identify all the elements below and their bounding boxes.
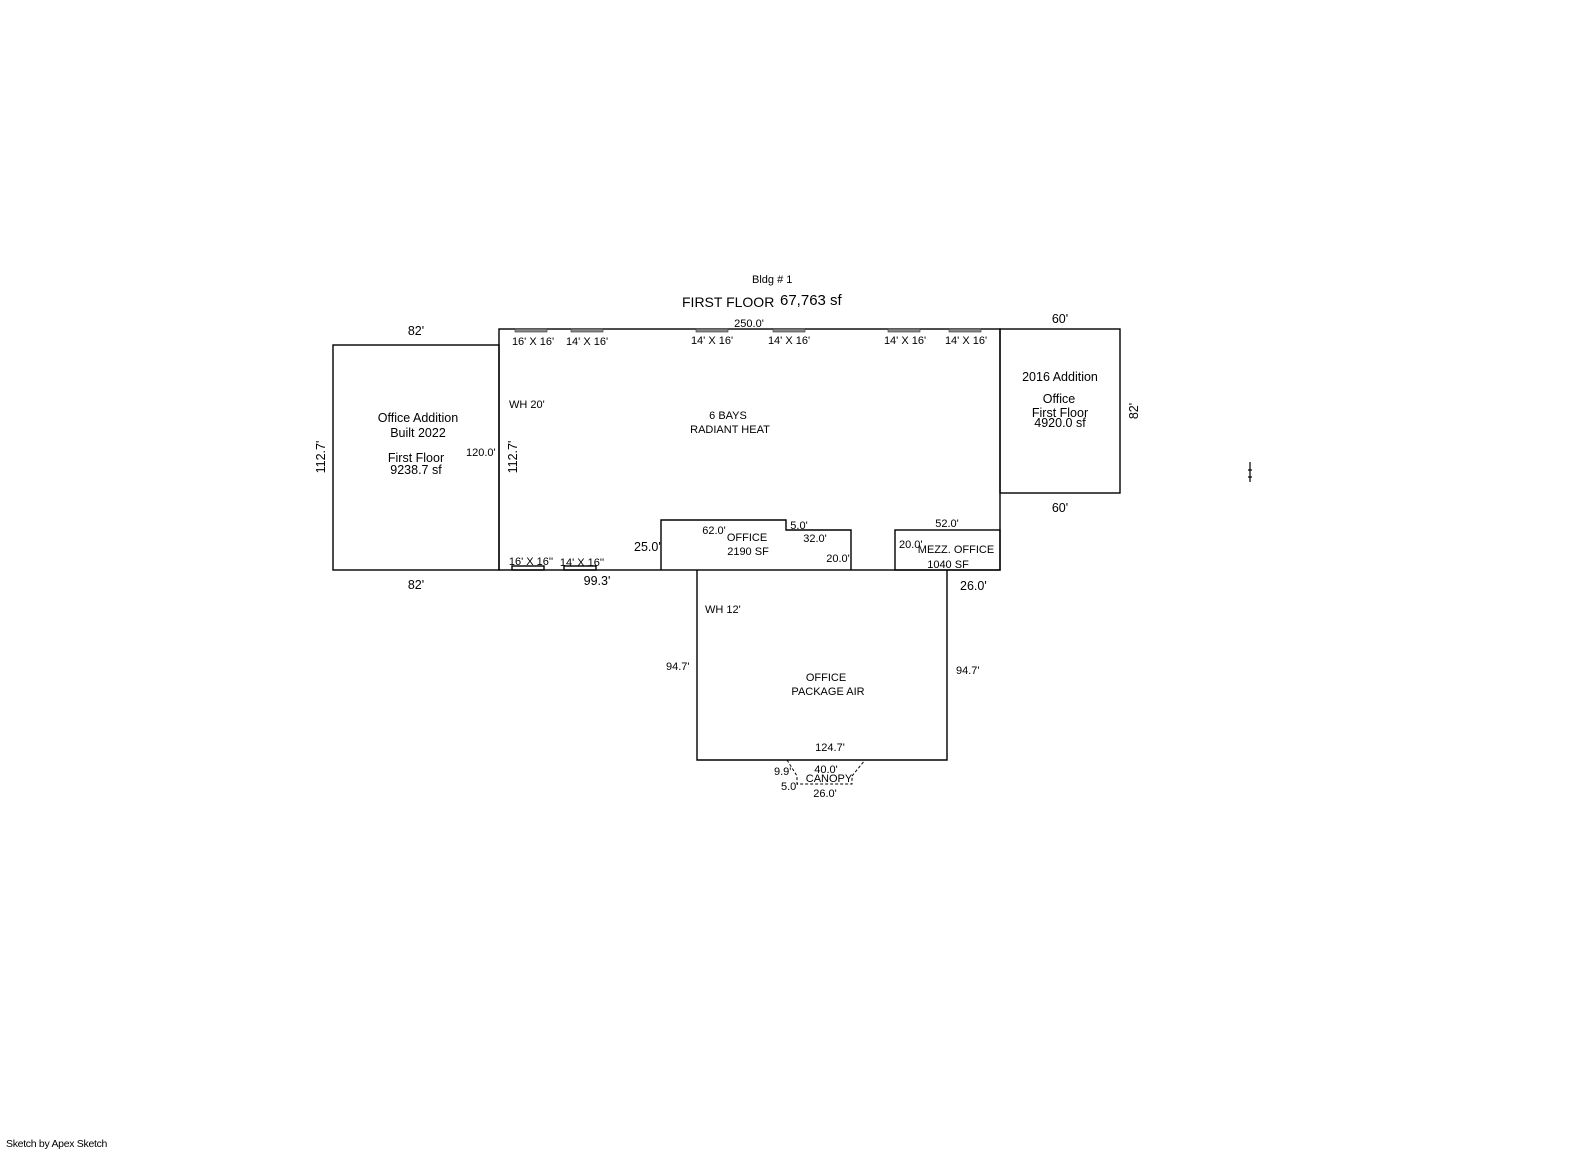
canopy: 40.0' CANOPY 9.9' 5.0' 26.0' — [774, 759, 866, 800]
west-addition-dim-inner: 120.0' — [466, 447, 496, 459]
floor-title: FIRST FLOOR — [682, 294, 774, 310]
west-addition-dim-bottom: 82' — [408, 578, 424, 592]
overhead-door — [511, 565, 545, 571]
total-area: 67,763 sf — [780, 292, 843, 309]
mezz-office: 52.0' 20.0' MEZZ. OFFICE 1040 SF — [894, 518, 1001, 571]
door-size-label: 14' X 16' — [768, 335, 810, 347]
office-2190-dim-top: 62.0' — [702, 525, 726, 537]
overhead-door — [570, 328, 604, 333]
east-addition-area: 4920.0 sf — [1034, 416, 1086, 430]
door-size-label: 14' X 16'' — [560, 557, 604, 569]
office-2190: 62.0' 5.0' OFFICE 2190 SF 32.0' 20.0' — [660, 519, 852, 570]
west-addition-name: Office Addition — [378, 411, 458, 425]
office-2190-dim-step: 5.0' — [790, 520, 807, 532]
building-label: Bldg # 1 — [752, 274, 792, 286]
warehouse-dim-left: 112.7' — [506, 441, 520, 474]
west-addition-dim-left: 112.7' — [314, 441, 328, 474]
west-office-addition: Office Addition Built 2022 First Floor 9… — [314, 324, 500, 592]
overhead-door — [772, 328, 806, 333]
warehouse-dim-top: 250.0' — [734, 318, 764, 330]
south-office-dim-top-right: 26.0' — [960, 579, 987, 593]
warehouse-office-offset: 25.0' — [634, 540, 661, 554]
canopy-label: CANOPY — [806, 773, 853, 785]
south-office-dim-bottom: 124.7' — [815, 742, 845, 754]
canopy-dim-left-lower: 5.0' — [781, 781, 798, 793]
overhead-door — [887, 328, 921, 333]
east-addition-dim-right: 82' — [1127, 403, 1141, 419]
north-arrow-icon — [1248, 462, 1252, 482]
south-office-dim-left: 94.7' — [666, 661, 690, 673]
warehouse-bays: 6 BAYS — [709, 410, 747, 422]
south-office-hvac: PACKAGE AIR — [791, 686, 864, 698]
east-addition-floor: First Floor — [1032, 406, 1088, 420]
mezz-office-area: 1040 SF — [927, 559, 969, 571]
west-addition-area: 9238.7 sf — [390, 463, 442, 477]
mezz-office-dim-left: 20.0' — [899, 539, 923, 551]
overhead-door — [563, 565, 597, 571]
overhead-door — [948, 328, 982, 333]
door-size-label: 14' X 16' — [691, 335, 733, 347]
west-addition-built: Built 2022 — [390, 426, 446, 440]
south-office-label: OFFICE — [806, 672, 846, 684]
canopy-dim-top: 40.0' — [814, 764, 838, 776]
overhead-door — [695, 328, 729, 333]
sketch-credit: Sketch by Apex Sketch — [6, 1138, 108, 1150]
warehouse-dim-bottom: 99.3' — [584, 574, 611, 588]
office-2190-area: 2190 SF — [727, 546, 769, 558]
canopy-dim-bottom: 26.0' — [813, 788, 837, 800]
west-addition-dim-top: 82' — [408, 324, 424, 338]
door-size-label: 14' X 16' — [945, 335, 987, 347]
mezz-office-label: MEZZ. OFFICE — [918, 544, 994, 556]
main-warehouse: 250.0' WH 20' 112.7' 6 BAYS RADIANT HEAT… — [498, 318, 1001, 588]
east-addition-use: Office — [1043, 392, 1075, 406]
door-size-label: 14' X 16' — [884, 335, 926, 347]
east-office-addition: 60' 60' 82' 2016 Addition Office First F… — [999, 312, 1141, 515]
office-2190-dim-right-top: 32.0' — [803, 533, 827, 545]
east-addition-name: 2016 Addition — [1022, 370, 1098, 384]
warehouse-wall-height: WH 20' — [509, 399, 545, 411]
canopy-dim-left-upper: 9.9' — [774, 766, 791, 778]
door-size-label: 16' X 16'' — [509, 556, 553, 568]
overhead-door — [514, 328, 548, 333]
east-addition-dim-bottom: 60' — [1052, 501, 1068, 515]
south-office: WH 12' OFFICE PACKAGE AIR 94.7' 94.7' 26… — [666, 570, 987, 761]
east-addition-dim-top: 60' — [1052, 312, 1068, 326]
office-2190-label: OFFICE — [727, 532, 767, 544]
door-size-label: 14' X 16' — [566, 336, 608, 348]
door-size-label: 16' X 16' — [512, 336, 554, 348]
mezz-office-dim-top: 52.0' — [935, 518, 959, 530]
south-office-dim-right: 94.7' — [956, 665, 980, 677]
office-2190-dim-right: 20.0' — [826, 553, 850, 565]
west-addition-floor: First Floor — [388, 451, 444, 465]
south-office-wall-height: WH 12' — [705, 604, 741, 616]
warehouse-heat: RADIANT HEAT — [690, 424, 770, 436]
